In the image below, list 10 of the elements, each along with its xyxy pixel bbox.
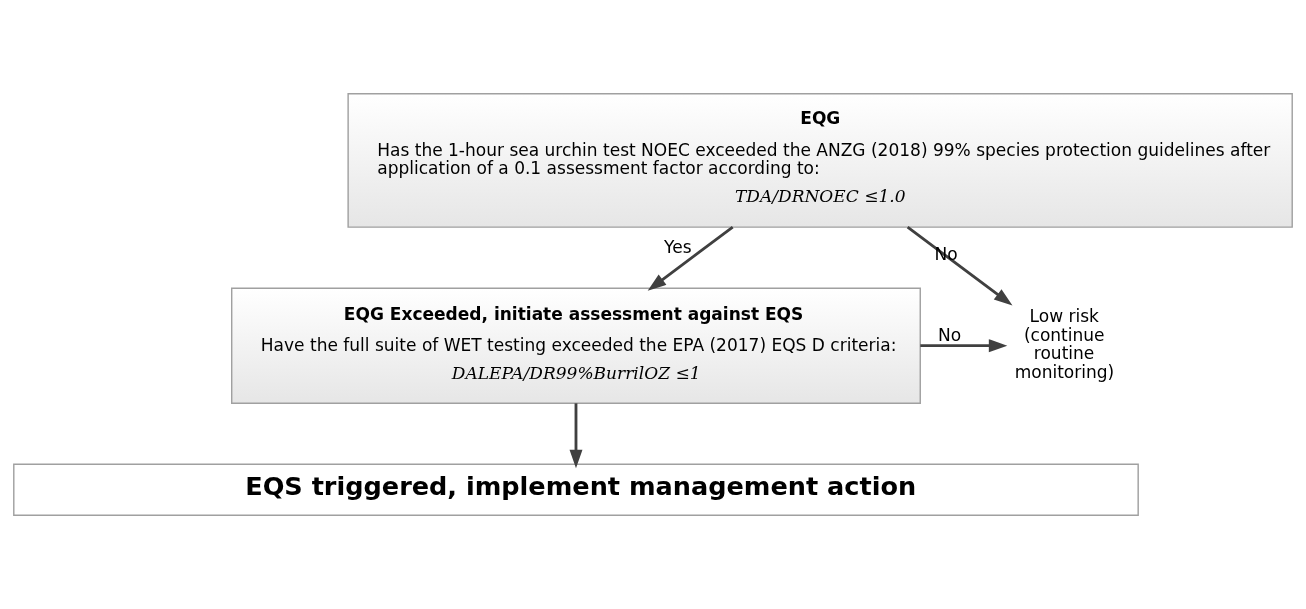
edge-label: Yes bbox=[664, 236, 692, 257]
arrow bbox=[647, 226, 734, 291]
node-box: EQS triggered, implement management action bbox=[13, 463, 1139, 517]
node-box: EQG Exceeded, initiate assessment against EQS Have the full suite of WET testing exceeded the EPA (2017) EQS D criteria: DALEPA/DR99%BurrilOZ ≤1 bbox=[231, 287, 921, 404]
edge-label: No bbox=[938, 324, 962, 345]
node-box: EQG Has the 1-hour sea urchin test NOEC exceeded the ANZG (2018) 99% species protection guidelines after application of a 0.1 assessment factor according to: TDA/DRNOEC ≤1.0 bbox=[347, 92, 1293, 228]
arrow bbox=[920, 339, 1008, 353]
node-text: Low risk (continue routine monitoring) bbox=[1014, 306, 1115, 382]
arrow bbox=[906, 226, 1013, 306]
arrow bbox=[569, 403, 583, 469]
